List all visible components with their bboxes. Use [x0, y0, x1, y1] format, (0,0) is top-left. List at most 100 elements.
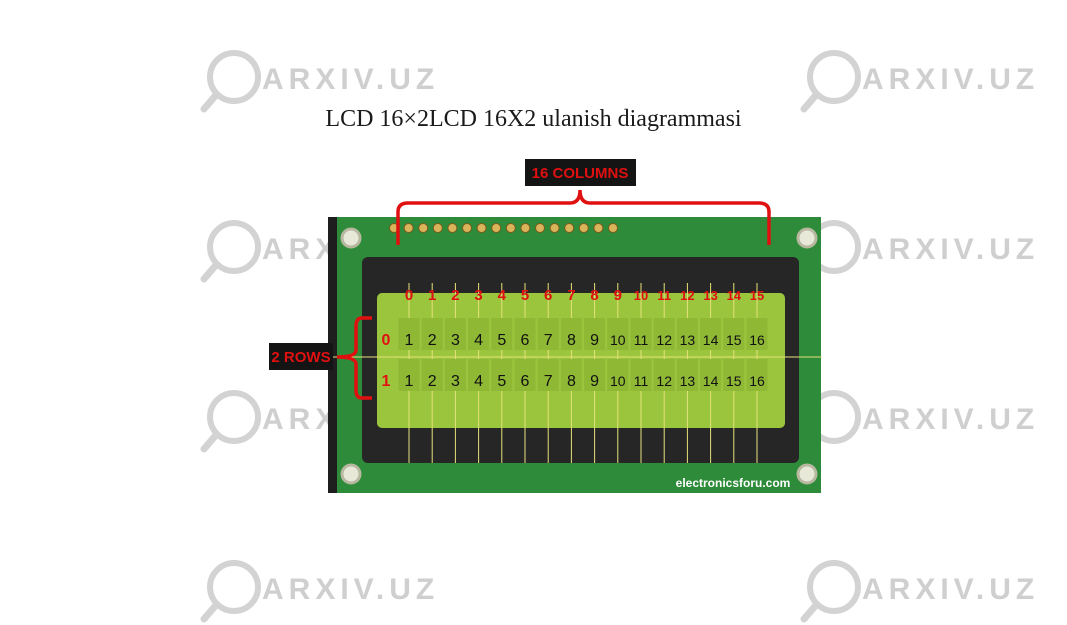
- watermark-text: ARXIV.UZ: [862, 233, 1040, 266]
- row-index: 0: [382, 332, 391, 349]
- character-cell: [444, 318, 466, 350]
- character-cell: [398, 318, 420, 350]
- character-cell: [676, 359, 698, 391]
- cell-number: 1: [405, 373, 414, 390]
- character-cell: [560, 318, 582, 350]
- character-cell: [723, 318, 745, 350]
- watermark-magnifier-icon: [200, 220, 261, 283]
- column-index: 11: [657, 288, 671, 303]
- column-index: 1: [428, 287, 436, 304]
- cell-number: 8: [567, 332, 576, 349]
- column-index: 9: [614, 287, 622, 304]
- header-pin: [462, 223, 472, 233]
- mounting-hole: [796, 463, 818, 485]
- cell-number: 15: [726, 373, 742, 389]
- header-pin: [549, 223, 560, 233]
- column-index: 15: [750, 288, 764, 303]
- character-cell: [514, 359, 536, 391]
- cell-number: 3: [451, 373, 460, 390]
- header-pin: [418, 223, 429, 233]
- character-cell: [398, 359, 420, 391]
- column-index: 8: [590, 287, 598, 304]
- character-cell: [444, 359, 466, 391]
- watermark-magnifier-icon: [200, 390, 261, 453]
- header-pin: [476, 223, 487, 233]
- cell-number: 14: [703, 332, 719, 348]
- character-cell: [584, 359, 606, 391]
- header-pin: [403, 223, 414, 233]
- cell-number: 9: [590, 373, 599, 390]
- character-cell: [700, 318, 722, 350]
- column-index: 14: [727, 288, 742, 303]
- cell-number: 2: [428, 373, 437, 390]
- character-cell: [491, 318, 513, 350]
- character-cell: [653, 318, 675, 350]
- column-index: 4: [498, 287, 507, 304]
- column-index: 5: [521, 287, 529, 304]
- character-cell: [514, 318, 536, 350]
- watermark: ARXIV.UZ: [800, 45, 1034, 115]
- character-cell: [746, 359, 768, 391]
- cell-number: 6: [521, 332, 530, 349]
- character-cell: [723, 359, 745, 391]
- watermark-magnifier-icon: [200, 50, 261, 113]
- cell-number: 13: [680, 332, 696, 348]
- header-pin: [608, 223, 618, 233]
- character-cells: [398, 318, 768, 391]
- cell-number: 7: [544, 373, 553, 390]
- character-cell: [653, 359, 675, 391]
- header-pin: [535, 223, 545, 233]
- column-index: 12: [680, 288, 694, 303]
- credit-text: electronicsforu.com: [676, 476, 791, 490]
- header-pin: [447, 223, 458, 233]
- cell-number: 15: [726, 332, 742, 348]
- character-cell: [746, 318, 768, 350]
- mounting-hole: [340, 227, 362, 249]
- character-cell: [676, 318, 698, 350]
- cell-number: 13: [680, 373, 696, 389]
- cell-number: 7: [544, 332, 553, 349]
- character-cell: [584, 318, 606, 350]
- character-cell: [630, 318, 652, 350]
- character-cell: [560, 359, 582, 391]
- character-cell: [537, 359, 559, 391]
- character-cell: [607, 359, 629, 391]
- cell-number: 11: [634, 373, 649, 389]
- rows-label: 2 ROWS: [271, 349, 330, 366]
- character-cell: [537, 318, 559, 350]
- cell-number: 12: [656, 332, 672, 348]
- column-index: 3: [474, 287, 482, 304]
- cell-number: 3: [451, 332, 460, 349]
- column-index: 10: [634, 288, 648, 303]
- watermark-text: ARXIV.UZ: [262, 63, 440, 96]
- slide-title: LCD 16×2LCD 16X2 ulanish diagrammasi: [325, 106, 742, 132]
- header-pin: [505, 223, 516, 233]
- header-pin: [520, 223, 531, 233]
- cell-number: 12: [656, 373, 672, 389]
- cell-number: 10: [610, 332, 626, 348]
- character-cell: [468, 318, 490, 350]
- character-cell: [468, 359, 490, 391]
- cell-number: 10: [610, 373, 626, 389]
- cell-number: 11: [634, 332, 649, 348]
- cell-number: 8: [567, 373, 576, 390]
- column-index: 6: [544, 287, 552, 304]
- mounting-hole: [796, 227, 818, 249]
- watermark: ARXIV.UZ: [200, 45, 434, 115]
- rows-label-box: [269, 343, 333, 370]
- character-cell: [491, 359, 513, 391]
- cell-number: 4: [474, 332, 483, 349]
- row-indices: 01: [382, 332, 391, 390]
- header-pin: [593, 223, 604, 233]
- character-cell: [700, 359, 722, 391]
- watermark-magnifier-icon: [800, 50, 861, 113]
- mounting-hole: [340, 463, 362, 485]
- cell-number: 16: [749, 332, 765, 348]
- cell-number: 4: [474, 373, 483, 390]
- cell-number: 14: [703, 373, 719, 389]
- character-cell: [421, 318, 443, 350]
- header-pin: [491, 223, 502, 233]
- column-index: 7: [567, 287, 575, 304]
